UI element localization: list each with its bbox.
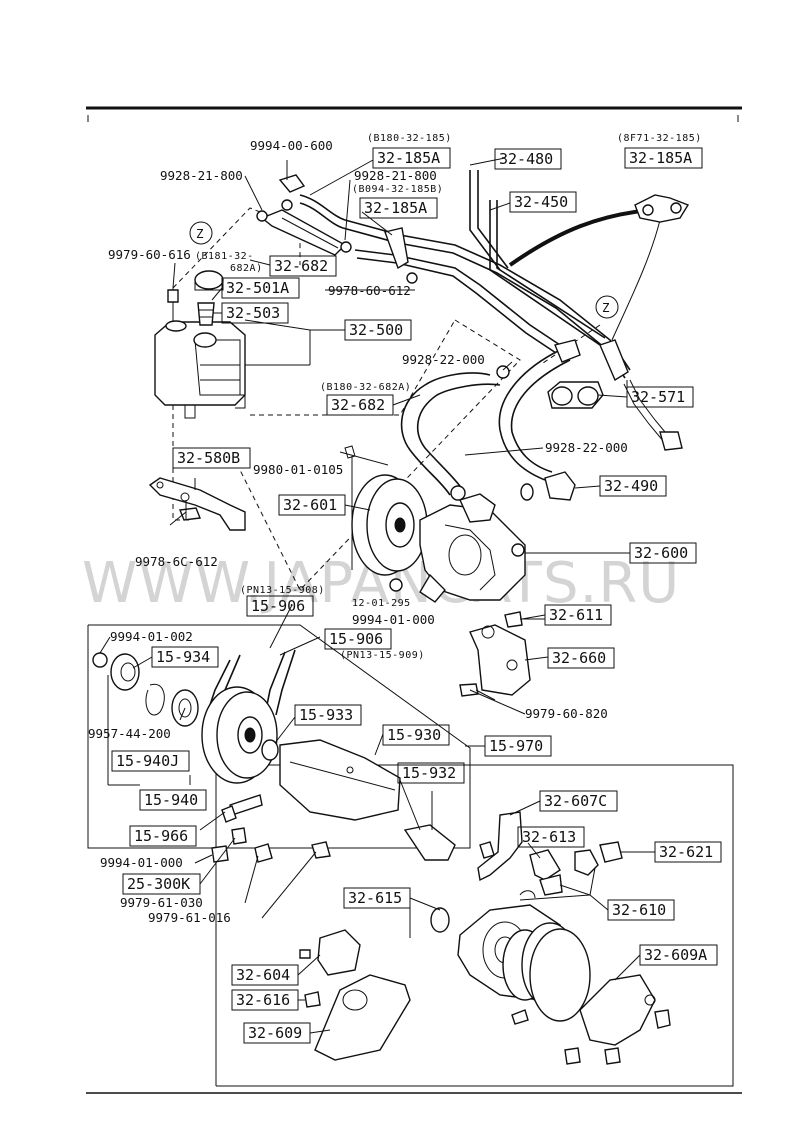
label-15-932: 15-932 [402, 764, 456, 782]
label-32-503: 32-503 [226, 304, 280, 322]
label-15-934: 15-934 [156, 648, 210, 666]
reservoir-tank [154, 270, 246, 419]
ref-b180-32-185: (B180-32-185) [367, 133, 452, 144]
label-32-607C: 32-607C [544, 792, 607, 810]
pump-exploded-group [299, 811, 671, 1065]
idler-pulley-group [92, 652, 456, 863]
pump-pulley [339, 445, 428, 576]
label-32-660: 32-660 [552, 649, 606, 667]
pump-bracket-660 [389, 578, 545, 701]
label-9979-60-616: 9979-60-616 [108, 247, 191, 262]
label-9994-00-600: 9994-00-600 [250, 138, 333, 153]
label-15-940J: 15-940J [116, 752, 179, 770]
label-32-501A: 32-501A [226, 279, 289, 297]
label-9928-21-800-left: 9928-21-800 [160, 168, 243, 183]
label-15-906-lower: 15-906 [329, 630, 383, 648]
label-9928-21-800-right: 9928-21-800 [354, 168, 437, 183]
ref-682a: 682A) [230, 263, 263, 274]
label-9979-61-030: 9979-61-030 [120, 895, 203, 910]
bracket-580b [148, 477, 246, 531]
z-callout-2-label: Z [602, 300, 610, 315]
plain-part-numbers: 9994-00-600 9928-21-800 9928-21-800 9979… [88, 138, 628, 925]
ref-pn13-15-909: (PN13-15-909) [340, 650, 425, 661]
leader-lines [99, 157, 655, 1034]
label-32-450: 32-450 [514, 193, 568, 211]
label-32-609A: 32-609A [644, 946, 707, 964]
label-32-609: 32-609 [248, 1024, 302, 1042]
pressure-hose [498, 339, 581, 501]
label-15-966: 15-966 [134, 827, 188, 845]
frame-belt-group [87, 624, 471, 849]
label-15-930: 15-930 [387, 726, 441, 744]
clamp-block [547, 339, 683, 451]
label-15-970: 15-970 [489, 737, 543, 755]
label-15-940: 15-940 [144, 791, 198, 809]
z-callout-1-label: Z [196, 226, 204, 241]
label-32-500: 32-500 [349, 321, 403, 339]
label-25-300K: 25-300K [127, 875, 190, 893]
label-32-611: 32-611 [549, 606, 603, 624]
label-32-601: 32-601 [283, 496, 337, 514]
label-32-185A-middle: 32-185A [364, 199, 427, 217]
label-32-600: 32-600 [634, 544, 688, 562]
frame-pump-group [215, 764, 734, 1087]
label-32-571: 32-571 [631, 388, 685, 406]
return-hose-upper [256, 174, 418, 284]
return-hose-lower [400, 365, 510, 501]
z-callout-1 [189, 221, 213, 245]
label-32-621: 32-621 [659, 843, 713, 861]
label-32-615: 32-615 [348, 889, 402, 907]
ref-8f71-32-185: (8F71-32-185) [617, 133, 702, 144]
label-9979-60-820: 9979-60-820 [525, 706, 608, 721]
ref-pn13-15-908: (PN13-15-908) [240, 585, 325, 596]
label-9994-01-000-upper: 9994-01-000 [352, 612, 435, 627]
ref-b094-32-185b: (B094-32-185B) [352, 184, 443, 195]
label-9994-01-000-lower: 9994-01-000 [100, 855, 183, 870]
ref-b180-32-682a: (B180-32-682A) [320, 382, 411, 393]
label-32-604: 32-604 [236, 966, 290, 984]
label-32-610: 32-610 [612, 901, 666, 919]
label-9957-44-200: 9957-44-200 [88, 726, 171, 741]
label-32-613: 32-613 [522, 828, 576, 846]
label-32-580B: 32-580B [177, 449, 240, 467]
label-32-185A-upper-right: 32-185A [629, 149, 692, 167]
label-32-682-lower: 32-682 [331, 396, 385, 414]
label-32-480: 32-480 [499, 150, 553, 168]
label-32-616: 32-616 [236, 991, 290, 1009]
label-9928-22-000-lower: 9928-22-000 [545, 440, 628, 455]
label-32-490: 32-490 [604, 477, 658, 495]
pressure-pipes [299, 170, 690, 379]
label-32-682-upper: 32-682 [274, 257, 328, 275]
label-32-185A-upper-left: 32-185A [377, 149, 440, 167]
ref-b181-32: (B181-32- [195, 251, 254, 262]
small-reference-labels: (B180-32-185) (8F71-32-185) (B094-32-185… [195, 133, 702, 661]
power-steering-pump [419, 493, 526, 603]
label-9994-01-002: 9994-01-002 [110, 629, 193, 644]
label-15-906-upper: 15-906 [251, 597, 305, 615]
z-callout-2 [595, 295, 619, 319]
boxed-part-labels: 32-185A 32-185A 32-480 32-450 32-185A 32… [111, 147, 722, 1044]
label-15-933: 15-933 [299, 706, 353, 724]
label-9979-61-016: 9979-61-016 [148, 910, 231, 925]
label-9978-60-612-lower: 9978-6C-612 [135, 554, 218, 569]
label-9928-22-000-upper: 9928-22-000 [402, 352, 485, 367]
label-9980-01-0105: 9980-01-0105 [253, 462, 343, 477]
ref-12-01-295: 12-01-295 [352, 598, 411, 609]
label-9978-60-612-upper: 9978-60-612 [328, 283, 411, 298]
